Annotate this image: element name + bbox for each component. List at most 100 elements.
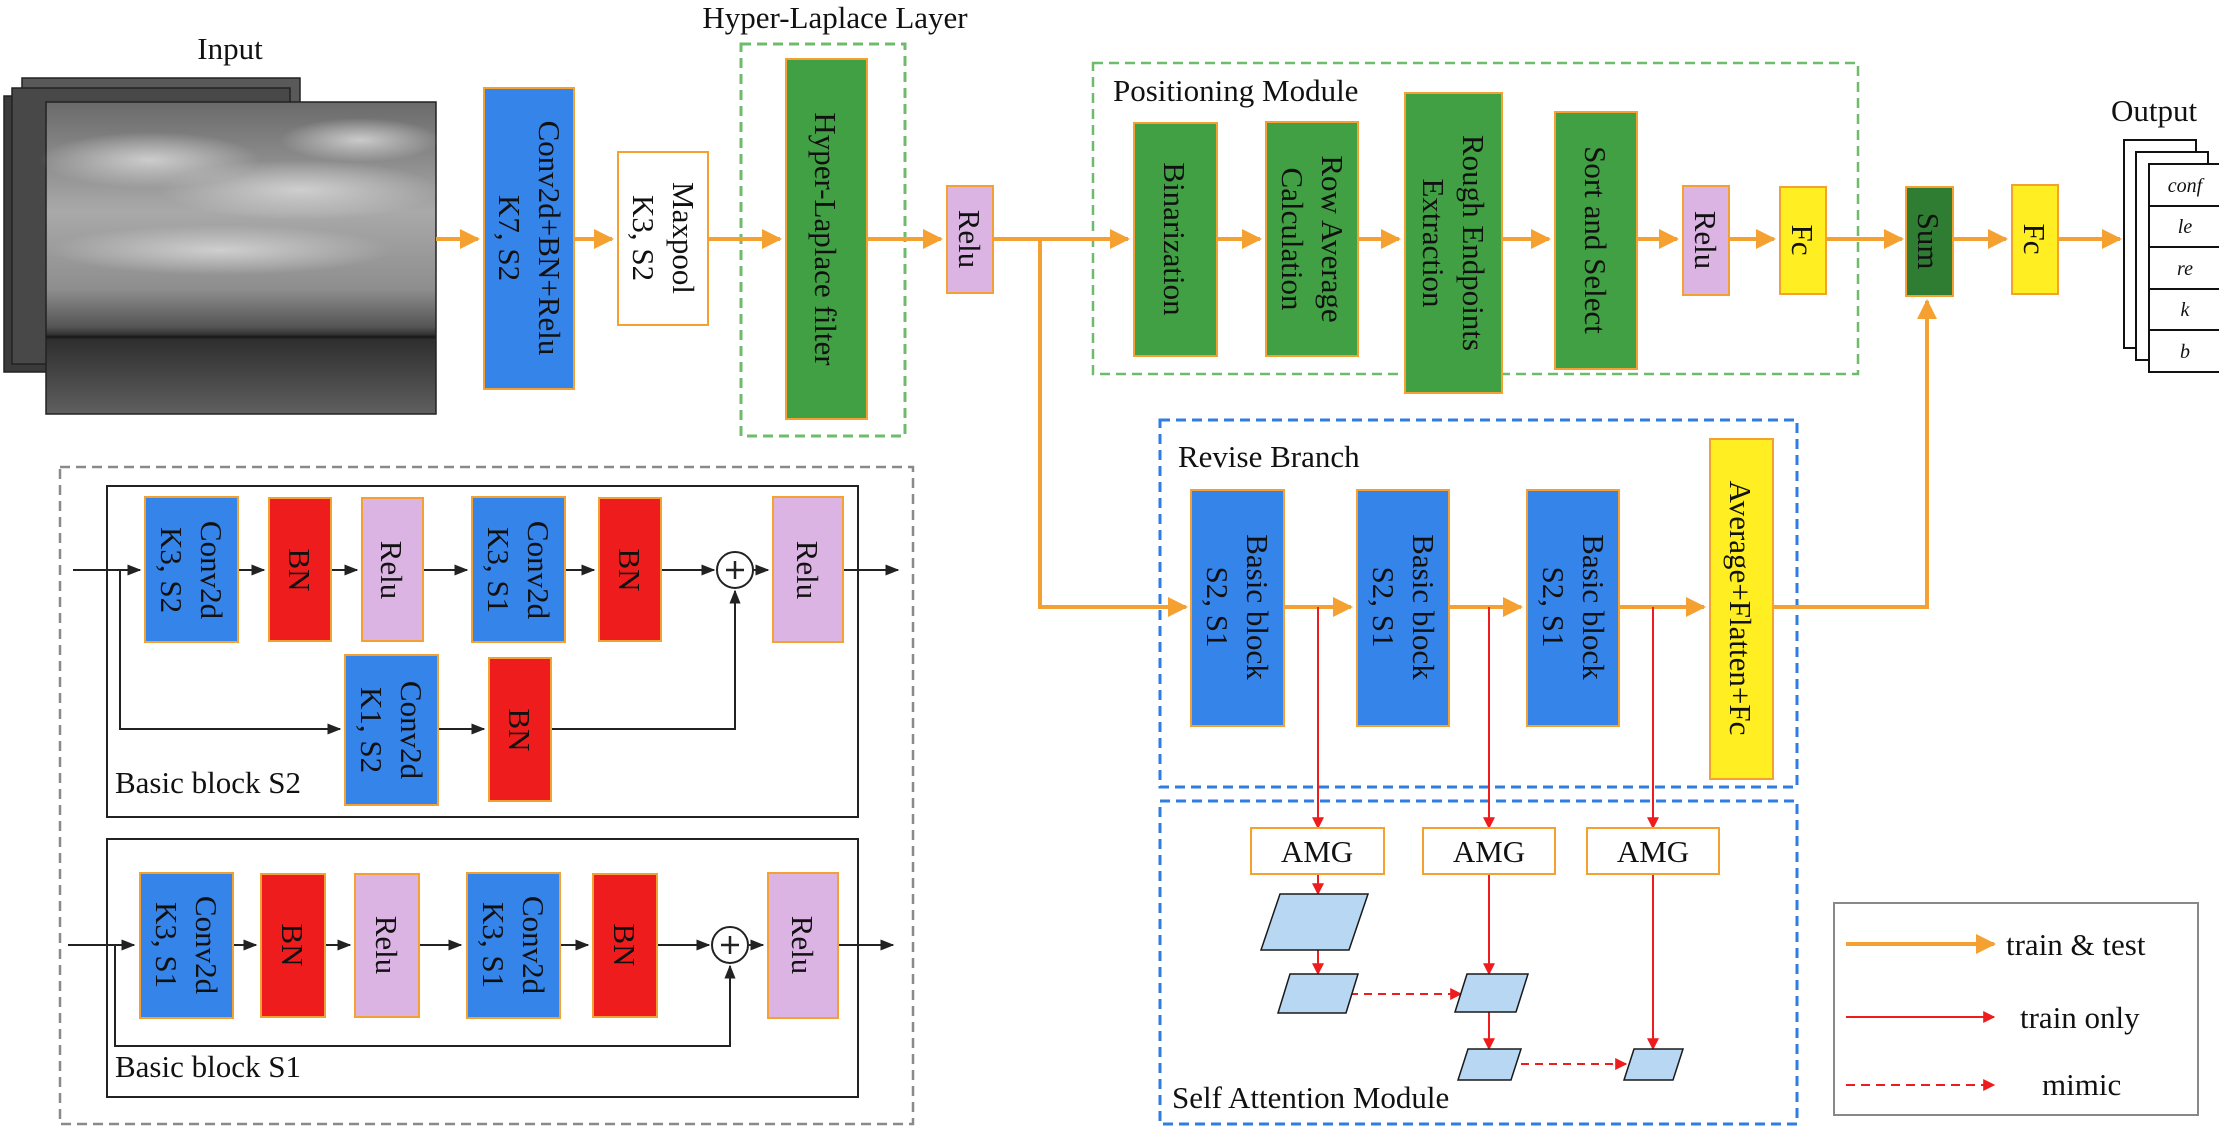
revise-bb3-label-2: S2, S1 (1536, 567, 1571, 648)
binarization-label: Binarization (1157, 162, 1192, 316)
legend-train-test: train & test (2006, 927, 2146, 962)
revise-basic-block-1: Basic block S2, S1 (1190, 489, 1285, 727)
rough-endpoints-block: Rough Endpoints Extraction (1404, 92, 1503, 394)
s1-plus-icon (711, 926, 749, 964)
relu-main: Relu (946, 185, 994, 294)
input-label: Input (197, 31, 263, 66)
arrow-relu-revise (1038, 239, 1188, 617)
amg-label-3: AMG (1617, 834, 1689, 869)
revise-branch-title: Revise Branch (1178, 439, 1360, 474)
output-label: Output (2111, 93, 2198, 128)
legend: train & test train only mimic (1846, 927, 2146, 1102)
revise-bb2-label-1: Basic block (1406, 534, 1441, 680)
output-k: k (2181, 299, 2191, 321)
rough-endpoints-label-2: Extraction (1416, 178, 1451, 308)
s1-conv2-label-2: K3, S1 (476, 902, 511, 988)
output-table: conf le re k b (2123, 139, 2219, 373)
conv-block: Conv2d+BN+Relu K7, S2 (483, 87, 575, 390)
row-average-block: Row Average Calculation (1265, 121, 1359, 357)
s1-bn2-label: BN (607, 923, 642, 966)
revise-basic-block-3: Basic block S2, S1 (1526, 489, 1620, 727)
s2-relu1: Relu (361, 497, 424, 642)
s2-relu2-label: Relu (790, 541, 825, 600)
s2-bn2: BN (598, 497, 662, 642)
s2-conv2-label-2: K3, S1 (481, 527, 516, 613)
output-le: le (2178, 216, 2193, 238)
s2-bn2-label: BN (612, 548, 647, 591)
s2-arrow-scbn-plus (551, 589, 741, 730)
s1-relu2-label: Relu (785, 916, 820, 975)
maxpool-label-1: Maxpool (666, 182, 701, 294)
s1-bn1-label: BN (275, 923, 310, 966)
s2-relu2: Relu (772, 496, 844, 643)
s1-relu1: Relu (354, 873, 420, 1018)
s2-sc-bn-label: BN (502, 708, 537, 751)
amg-label-2: AMG (1453, 834, 1525, 869)
revise-basic-block-2: Basic block S2, S1 (1356, 489, 1450, 727)
average-flatten-fc-block: Average+Flatten+Fc (1709, 438, 1774, 780)
relu-main-label: Relu (952, 210, 987, 269)
legend-mimic: mimic (2042, 1067, 2121, 1102)
s1-bn1: BN (260, 873, 326, 1018)
s2-conv1-label-2: K3, S2 (154, 527, 189, 613)
average-flatten-fc-label: Average+Flatten+Fc (1723, 481, 1758, 736)
revise-bb2-label-2: S2, S1 (1366, 567, 1401, 648)
sort-select-label: Sort and Select (1578, 146, 1613, 334)
s2-bn1: BN (268, 497, 332, 642)
amg-box-2: AMG (1422, 827, 1556, 875)
sort-select-block: Sort and Select (1554, 111, 1638, 370)
output-conf: conf (2168, 175, 2205, 197)
attention-map-small-3 (1456, 1048, 1523, 1081)
s1-conv2-label-1: Conv2d (516, 896, 551, 995)
sum-label: Sum (1911, 213, 1946, 270)
binarization-block: Binarization (1133, 122, 1218, 357)
hyper-laplace-filter: Hyper-Laplace filter (785, 58, 868, 420)
s2-sc-conv-label-1: Conv2d (394, 681, 429, 780)
basic-blocks-frame (58, 465, 915, 1126)
attention-map-small-4 (1622, 1048, 1685, 1081)
revise-bb1-label-2: S2, S1 (1200, 567, 1235, 648)
s2-arrow-shortcut-in (119, 570, 342, 735)
maxpool-block: Maxpool K3, S2 (617, 151, 709, 326)
s2-conv1-label-1: Conv2d (194, 521, 229, 620)
s2-sc-conv-label-2: K1, S2 (354, 687, 389, 773)
maxpool-label-2: K3, S2 (626, 195, 661, 281)
basic-block-s1-title: Basic block S1 (115, 1049, 301, 1084)
hyper-laplace-layer-title: Hyper-Laplace Layer (702, 0, 968, 35)
revise-bb1-label-1: Basic block (1240, 534, 1275, 680)
s1-conv1-label-2: K3, S1 (149, 902, 184, 988)
row-average-label-1: Row Average (1315, 155, 1350, 322)
s2-bn1-label: BN (282, 548, 317, 591)
positioning-module-title: Positioning Module (1113, 73, 1358, 108)
row-average-label-2: Calculation (1275, 168, 1310, 311)
s1-conv1: Conv2d K3, S1 (139, 872, 234, 1019)
legend-frame (1833, 902, 2199, 1116)
input-image (40, 101, 440, 415)
s2-shortcut-conv: Conv2d K1, S2 (344, 654, 439, 806)
output-b: b (2180, 341, 2190, 363)
s2-shortcut-bn: BN (488, 657, 552, 802)
input-image-stack (3, 77, 440, 415)
basic-block-s1-frame (106, 838, 859, 1098)
conv-label-2: K7, S2 (492, 195, 527, 281)
s1-relu2: Relu (767, 872, 839, 1019)
amg-label-1: AMG (1281, 834, 1353, 869)
basic-block-s2-title: Basic block S2 (115, 765, 301, 800)
attention-map-large (1259, 893, 1370, 951)
s1-arrow-shortcut (114, 945, 736, 1047)
fc-positioning: Fc (1779, 186, 1827, 295)
revise-bb3-label-1: Basic block (1576, 534, 1611, 680)
attention-map-small-1 (1276, 973, 1360, 1014)
rough-endpoints-label-1: Rough Endpoints (1456, 135, 1491, 351)
s2-relu1-label: Relu (374, 541, 409, 600)
s1-bn2: BN (592, 873, 658, 1018)
fc-positioning-label: Fc (1785, 225, 1820, 256)
fc-head: Fc (2011, 184, 2059, 295)
s1-relu1-label: Relu (369, 916, 404, 975)
fc-head-label: Fc (2017, 224, 2052, 255)
relu-positioning: Relu (1682, 185, 1730, 296)
relu-positioning-label: Relu (1688, 211, 1723, 270)
amg-box-3: AMG (1586, 827, 1720, 875)
sum-block: Sum (1905, 186, 1954, 297)
